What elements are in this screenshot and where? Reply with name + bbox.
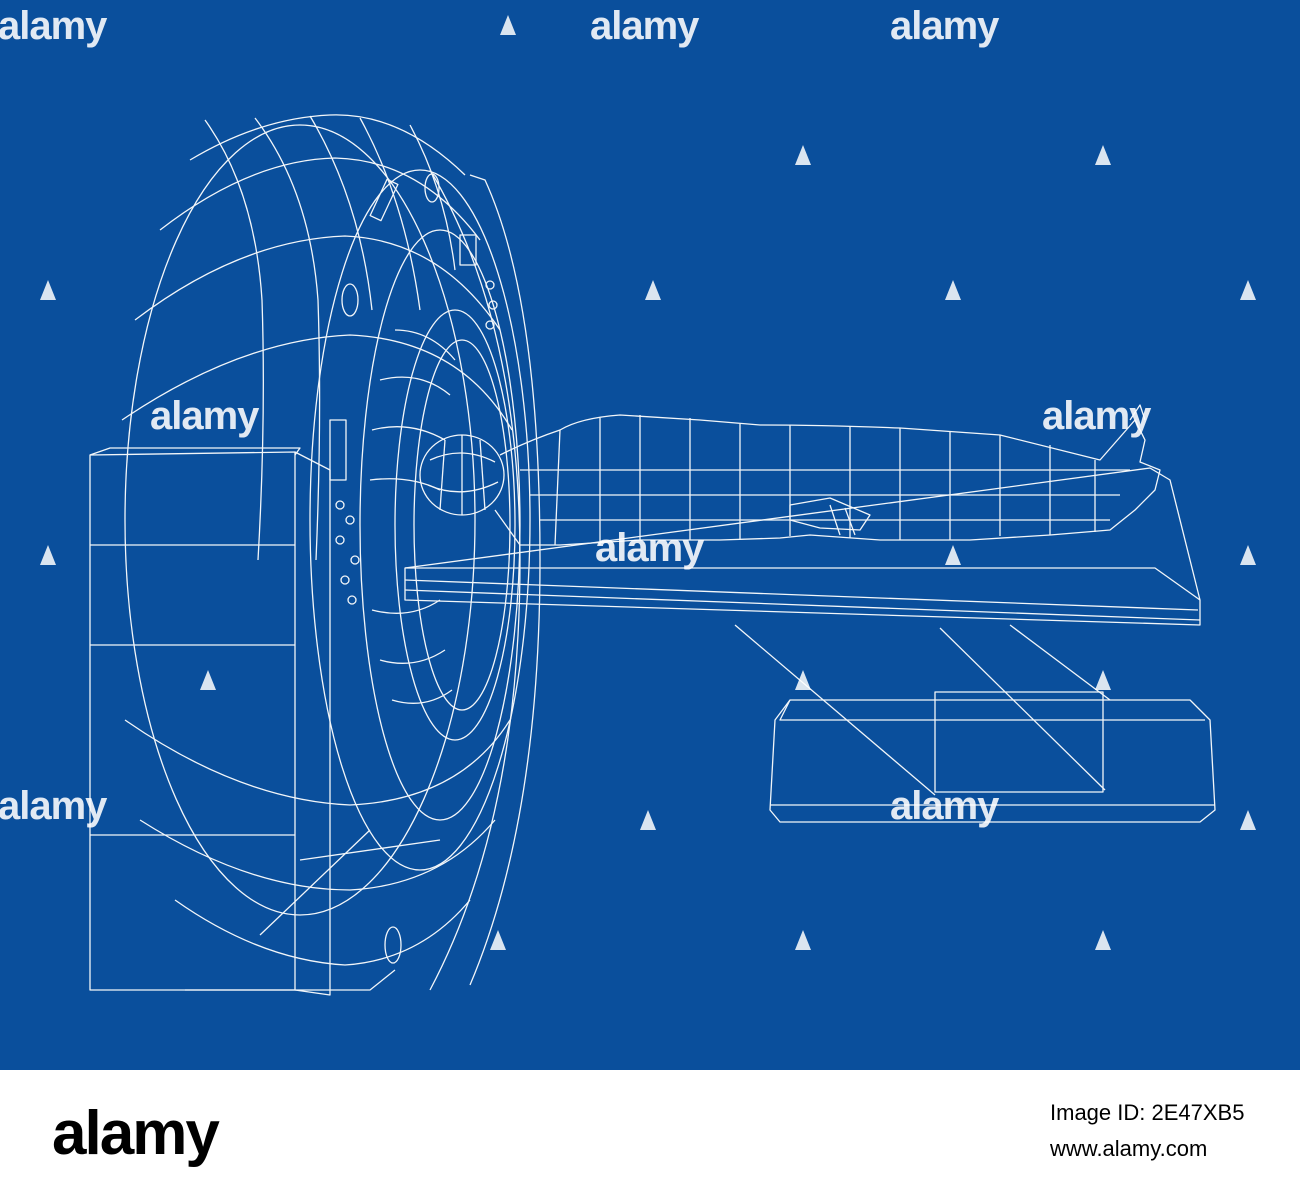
site-url-label: www.alamy.com <box>1050 1136 1208 1161</box>
watermark-text: alamy <box>595 526 704 570</box>
watermark-text: alamy <box>0 784 107 828</box>
ct-scanner-wireframe-illustration <box>0 0 1300 1070</box>
watermark-text: alamy <box>1042 394 1151 438</box>
footer-image-info: Image ID: 2E47XB5 www.alamy.com <box>1050 1100 1260 1164</box>
watermark-text: alamy <box>890 784 999 828</box>
footer-logo: alamy <box>52 1099 220 1168</box>
scanner-gantry <box>121 114 541 991</box>
image-id-label: Image ID: 2E47XB5 <box>1050 1100 1245 1125</box>
watermark-text: alamy <box>0 4 107 48</box>
watermark-text: alamy <box>150 394 259 438</box>
watermark-a-glyphs <box>40 15 1256 950</box>
patient-figure <box>419 404 1161 546</box>
gantry-base <box>89 447 441 996</box>
blueprint-image: alamy alamy alamy alamy alamy alamy alam… <box>0 0 1300 1070</box>
watermark-layer <box>40 15 1256 950</box>
patient-table <box>404 467 1216 823</box>
footer-bar: alamy Image ID: 2E47XB5 www.alamy.com <box>0 1070 1300 1197</box>
watermark-text: alamy <box>890 4 999 48</box>
watermark-text: alamy <box>590 4 699 48</box>
